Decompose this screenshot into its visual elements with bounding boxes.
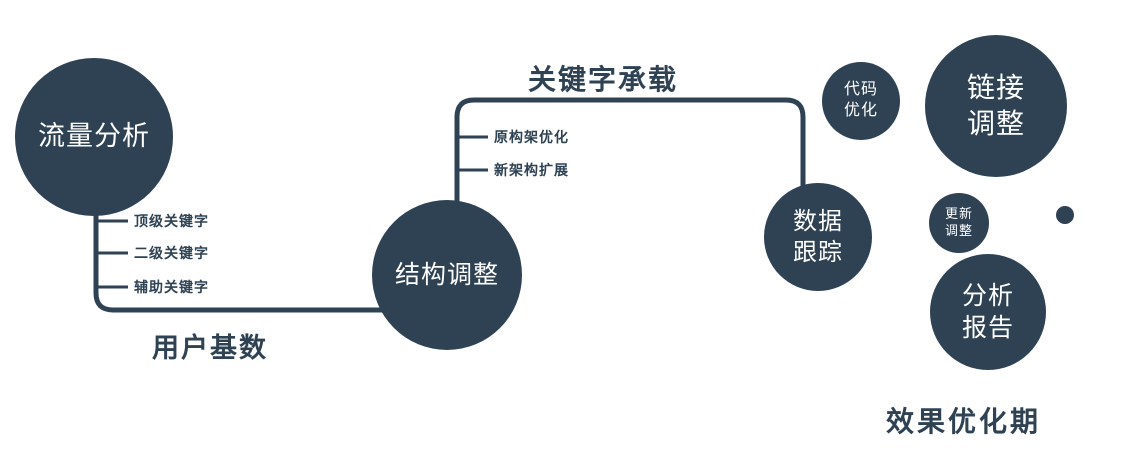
node-analysis-report: 分析 报告 (930, 254, 1046, 370)
node-data-tracking: 数据 跟踪 (764, 183, 872, 291)
node-traffic-analysis: 流量分析 (15, 58, 173, 216)
node-update-adjustment: 更新 调整 (929, 193, 989, 253)
edge-label-keyword-carrying: 关键字承载 (528, 64, 679, 95)
branch-label-aux-keyword: 辅助关键字 (134, 279, 209, 295)
connector-structure-to-tracking (454, 97, 806, 204)
branch-label-new-arch: 新架构扩展 (494, 162, 569, 178)
node-structure-adjustment: 结构调整 (372, 200, 522, 350)
node-code-optimization: 代码 优化 (822, 62, 900, 140)
branch-label-second-keyword: 二级关键字 (134, 245, 209, 261)
node-link-adjustment: 链接 调整 (925, 35, 1067, 177)
branch-label-original-arch: 原构架优化 (494, 129, 569, 145)
edge-label-user-base: 用户基数 (152, 333, 268, 363)
branch-label-top-keyword: 顶级关键字 (134, 213, 209, 229)
bullet-dot (1056, 206, 1074, 224)
caption-effect-optimization-period: 效果优化期 (886, 406, 1042, 437)
connector-traffic-to-structure (93, 200, 392, 313)
